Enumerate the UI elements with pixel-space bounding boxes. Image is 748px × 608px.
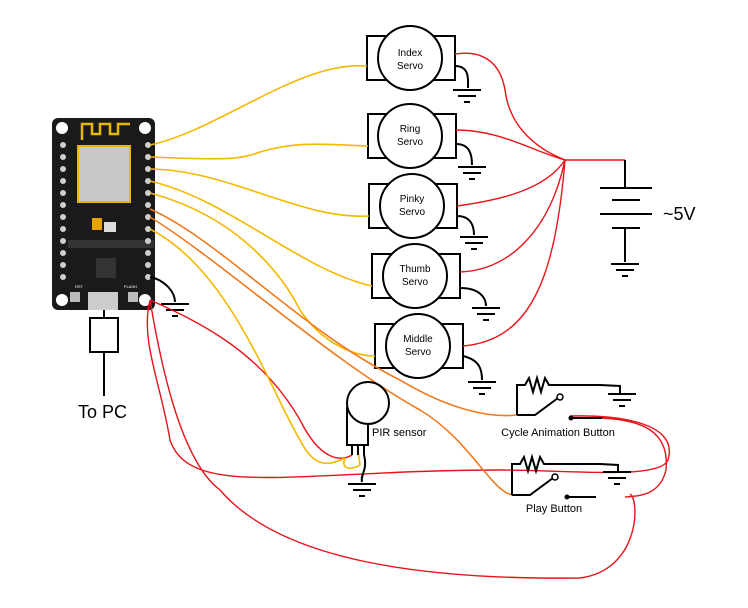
usb-port <box>88 292 118 310</box>
cycle-animation-button-label: Cycle Animation Button <box>501 427 615 439</box>
signal-wires <box>149 64 376 469</box>
usb-plug <box>89 310 119 396</box>
svg-text:Servo: Servo <box>397 137 424 148</box>
svg-text:Servo: Servo <box>405 347 432 358</box>
svg-text:Index: Index <box>398 48 422 59</box>
servo-index: Index Servo <box>366 25 456 91</box>
pir-sensor-label: PIR sensor <box>372 427 427 439</box>
servo-middle: Middle Servo <box>374 313 464 379</box>
servo-thumb: Thumb Servo <box>371 243 461 309</box>
play-button-label: Play Button <box>526 503 582 515</box>
svg-text:Servo: Servo <box>402 277 429 288</box>
svg-text:Ring: Ring <box>400 124 421 135</box>
svg-text:Servo: Servo <box>397 61 424 72</box>
power-wires <box>146 52 671 579</box>
antenna-trace <box>80 122 130 140</box>
servo-pinky: Pinky Servo <box>368 173 458 239</box>
esp-module <box>77 145 131 203</box>
to-pc-label: To PC <box>78 402 127 422</box>
cycle-animation-button <box>516 374 667 498</box>
play-button <box>511 453 632 500</box>
servo-ring: Ring Servo <box>367 103 457 169</box>
svg-text:Middle: Middle <box>403 334 433 345</box>
svg-text:Servo: Servo <box>399 207 426 218</box>
svg-text:Pinky: Pinky <box>400 194 424 205</box>
rst-label: RST <box>75 284 84 289</box>
nodemcu-board: RST FLASH <box>52 118 155 310</box>
flash-label: FLASH <box>124 284 137 289</box>
pir-sensor <box>346 381 390 497</box>
svg-text:Thumb: Thumb <box>399 264 431 275</box>
battery <box>565 159 652 277</box>
pin-headers <box>60 142 151 280</box>
ground-symbol <box>160 303 190 317</box>
voltage-label: ~5V <box>663 204 696 224</box>
